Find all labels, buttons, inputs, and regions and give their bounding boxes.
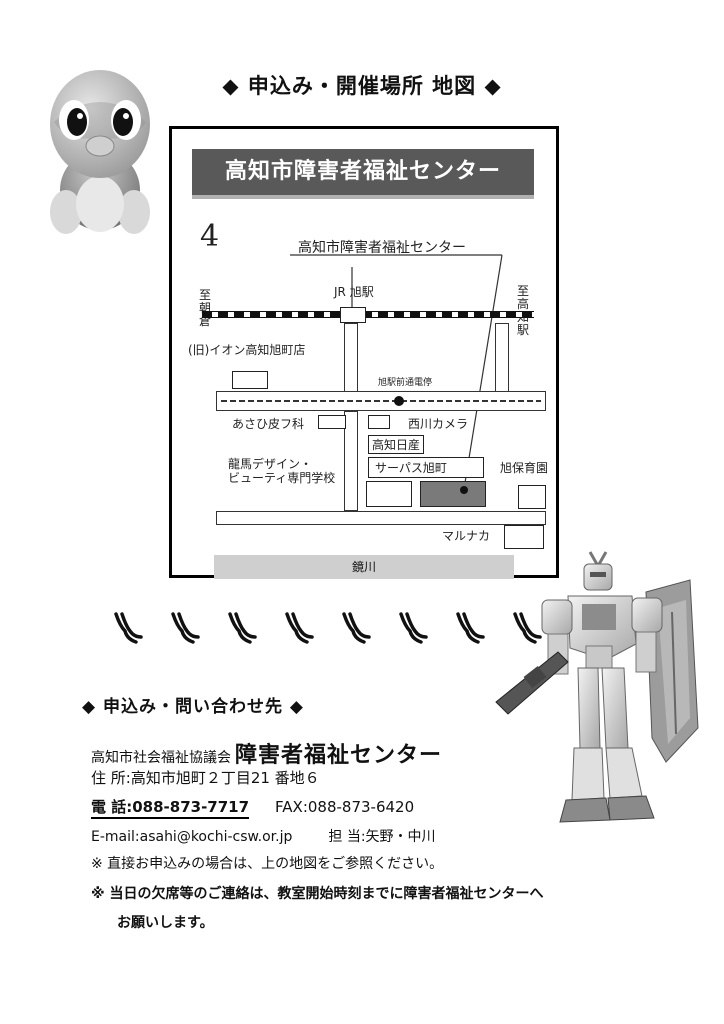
to-asakura-label: 至朝倉 xyxy=(198,288,211,328)
road-vertical-left xyxy=(344,323,358,393)
pliers-icon xyxy=(342,612,371,644)
note-absence-contact: ※ 当日の欠席等のご連絡は、教室開始時刻までに障害者福祉センターへ xyxy=(91,886,544,902)
map-banner: 高知市障害者福祉センター xyxy=(192,149,534,199)
jr-railway xyxy=(202,311,534,318)
nursery-building xyxy=(518,485,546,509)
robot-figure-icon xyxy=(495,551,699,823)
organization-line: 高知市社会福祉協議会障害者福祉センター xyxy=(91,737,442,769)
contact-person: 担 当:矢野・中川 xyxy=(328,829,436,845)
email-address[interactable]: E-mail:asahi@kochi-csw.or.jp xyxy=(91,829,293,845)
nursery-label: 旭保育園 xyxy=(500,461,549,475)
center-label: 高知市障害者福祉センター xyxy=(298,240,466,256)
jr-station-label: JR 旭駅 xyxy=(334,285,374,299)
email-line: E-mail:asahi@kochi-csw.or.jp 担 当:矢野・中川 xyxy=(91,826,436,846)
center-dot xyxy=(460,486,468,494)
jr-station-building xyxy=(340,307,366,323)
phone-number: 電 話:088-873-7717 xyxy=(91,798,250,819)
nishikawa-camera-label: 西川カメラ xyxy=(408,417,469,431)
organization-prefix: 高知市社会福祉協議会 xyxy=(91,750,231,766)
map-section-title: ◆ 申込み・開催場所 地図 ◆ xyxy=(222,74,502,98)
asahi-derm-building xyxy=(318,415,346,429)
marunaka-building xyxy=(504,525,544,549)
marunaka-label: マルナカ xyxy=(442,529,491,543)
tram-stop-marker xyxy=(394,396,404,406)
tram-line xyxy=(216,391,546,411)
note-map-reference: ※ 直接お申込みの場合は、上の地図をご参照ください。 xyxy=(91,856,444,872)
nishikawa-camera-building xyxy=(368,415,390,429)
river-label: 鏡川 xyxy=(214,555,514,579)
asahi-derm-label: あさひ皮フ科 xyxy=(232,417,305,431)
road-vertical-right xyxy=(495,323,509,393)
center-pointer-line xyxy=(290,254,503,490)
kochi-nissan-label: 高知日産 xyxy=(368,435,425,454)
building-beside-center xyxy=(366,481,412,507)
address-line: 住 所:高知市旭町２丁目21 番地６ xyxy=(91,769,320,787)
ryoma-school-label: 龍馬デザイン・ビューティ専門学校 xyxy=(228,457,336,485)
road-vertical-south xyxy=(344,411,358,511)
road-bottom xyxy=(216,511,546,525)
pliers-icon xyxy=(285,612,314,644)
organization-center: 障害者福祉センター xyxy=(235,743,443,768)
penguin-figure-icon xyxy=(50,70,150,234)
servas-label: サーパス旭町 xyxy=(368,457,484,478)
contact-section-title: ◆ 申込み・問い合わせ先 ◆ xyxy=(82,697,304,717)
pliers-icon xyxy=(456,612,485,644)
fax-number: FAX:088-873-6420 xyxy=(275,798,415,816)
pliers-icon xyxy=(513,612,542,644)
pliers-icon xyxy=(399,612,428,644)
tram-stop-label: 旭駅前通電停 xyxy=(378,378,433,388)
pliers-icon xyxy=(114,612,143,644)
pliers-icon xyxy=(171,612,200,644)
welfare-center-building xyxy=(420,481,486,507)
aeon-building xyxy=(232,371,268,389)
pliers-icon xyxy=(228,612,257,644)
north-mark: 4 xyxy=(200,219,220,254)
aeon-label: (旧)イオン高知旭町店 xyxy=(188,343,306,357)
note-absence-contact-continued: お願いします。 xyxy=(117,915,214,931)
phone-line: 電 話:088-873-7717 FAX:088-873-6420 xyxy=(91,796,415,819)
access-map: 高知市障害者福祉センター 4 高知市障害者福祉センター JR 旭駅 至朝倉 至高… xyxy=(169,126,559,579)
